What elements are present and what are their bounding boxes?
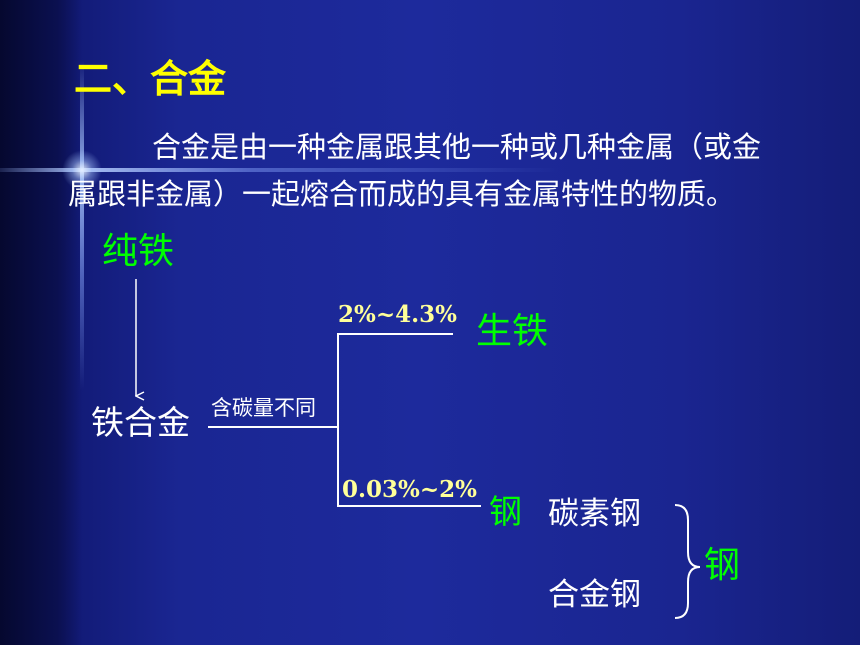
definition-line-2: 属跟非金属）一起熔合而成的具有金属特性的物质。 (68, 177, 736, 211)
carbon-content-label: 含碳量不同 (211, 396, 316, 420)
alloy-steel-label: 合金钢 (548, 577, 641, 613)
decorative-horizontal-highlight (0, 168, 560, 172)
carbon-steel-label: 碳素钢 (548, 496, 641, 532)
decorative-glow (62, 150, 102, 190)
left-dark-band (0, 0, 82, 645)
decorative-vertical-highlight (80, 60, 84, 390)
slide-title: 二、合金 (74, 57, 227, 101)
steel-group-label: 钢 (704, 545, 741, 586)
iron-alloy-label: 铁合金 (91, 403, 190, 442)
lower-range-label: 0.03%~2% (342, 476, 478, 503)
steel-types-brace (674, 504, 701, 619)
pig-iron-label: 生铁 (476, 311, 549, 352)
pure-iron-label: 纯铁 (102, 231, 175, 272)
definition-line-1: 合金是由一种金属跟其他一种或几种金属（或金 (152, 130, 762, 164)
upper-range-label: 2%~4.3% (338, 301, 457, 328)
steel-label: 钢 (489, 492, 522, 531)
